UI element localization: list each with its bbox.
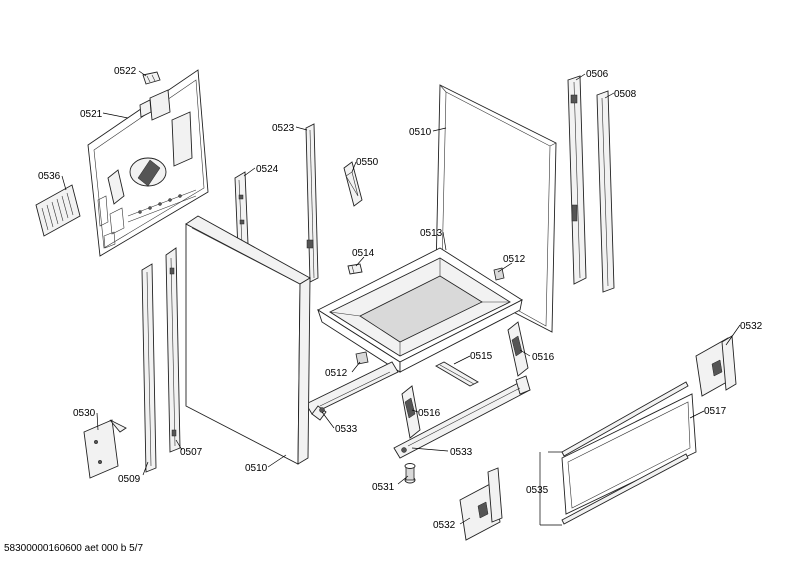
label-0530: 0530 <box>73 408 96 419</box>
label-0522: 0522 <box>114 66 137 77</box>
label-0510-rear: 0510 <box>409 127 432 138</box>
part-0533-base-rail-right <box>393 375 531 459</box>
part-0536-grille <box>35 184 81 237</box>
part-0512-fitting-left <box>355 351 369 365</box>
part-0533-base-rail-left <box>305 361 399 421</box>
part-0512-fitting-right <box>493 267 505 281</box>
part-0535-trim-lower <box>561 453 689 525</box>
label-0513: 0513 <box>420 228 443 239</box>
leader-lines <box>61 70 741 526</box>
label-0514: 0514 <box>352 248 375 259</box>
part-0535-trim-upper <box>561 381 689 457</box>
label-0509: 0509 <box>118 474 141 485</box>
label-0515: 0515 <box>470 351 493 362</box>
label-0533-left: 0533 <box>335 424 358 435</box>
part-labels: 0522 0521 0536 0523 0524 0550 0510 0506 … <box>38 66 763 531</box>
part-0509-side-profile <box>141 263 157 473</box>
label-0508: 0508 <box>614 89 637 100</box>
part-0532-corner-bracket-upper <box>695 335 737 397</box>
label-0535: 0535 <box>526 485 549 496</box>
part-0516-hinge-right <box>507 321 529 377</box>
label-0531: 0531 <box>372 482 395 493</box>
label-0506: 0506 <box>586 69 609 80</box>
part-0508-side-rail <box>596 90 615 293</box>
part-0523-rail <box>305 123 319 283</box>
label-0521: 0521 <box>80 109 103 120</box>
part-0506-side-rail <box>567 75 587 285</box>
part-0522-clip <box>142 71 161 85</box>
label-0536: 0536 <box>38 171 61 182</box>
label-0516-right: 0516 <box>532 352 555 363</box>
part-0521-rear-panel <box>87 69 209 257</box>
part-0550-bracket <box>343 161 363 207</box>
label-0550: 0550 <box>356 157 379 168</box>
label-0517: 0517 <box>704 406 727 417</box>
part-0532-corner-bracket-lower <box>459 467 503 541</box>
part-0514-small-part <box>347 263 363 275</box>
label-0523: 0523 <box>272 123 295 134</box>
part-0516-hinge-left <box>401 385 421 439</box>
part-0515-strip <box>435 361 479 387</box>
label-0532-lower: 0532 <box>433 520 456 531</box>
part-0517-kick-panel <box>561 393 697 515</box>
part-0530-bracket <box>83 419 127 479</box>
part-0531-foot <box>404 463 416 484</box>
drawing-reference-number: 58300000160600 aet 000 b 5/7 <box>4 543 144 554</box>
label-0533-right: 0533 <box>450 447 473 458</box>
label-0512-right: 0512 <box>503 254 526 265</box>
label-0516-left: 0516 <box>418 408 441 419</box>
label-0510-side: 0510 <box>245 463 268 474</box>
label-0524: 0524 <box>256 164 279 175</box>
part-0510-side-panel <box>185 215 311 465</box>
label-0532-upper: 0532 <box>740 321 763 332</box>
label-0512-left: 0512 <box>325 368 348 379</box>
label-0507: 0507 <box>180 447 203 458</box>
part-0513-tray <box>317 247 523 373</box>
part-0507-side-profile <box>165 247 181 453</box>
